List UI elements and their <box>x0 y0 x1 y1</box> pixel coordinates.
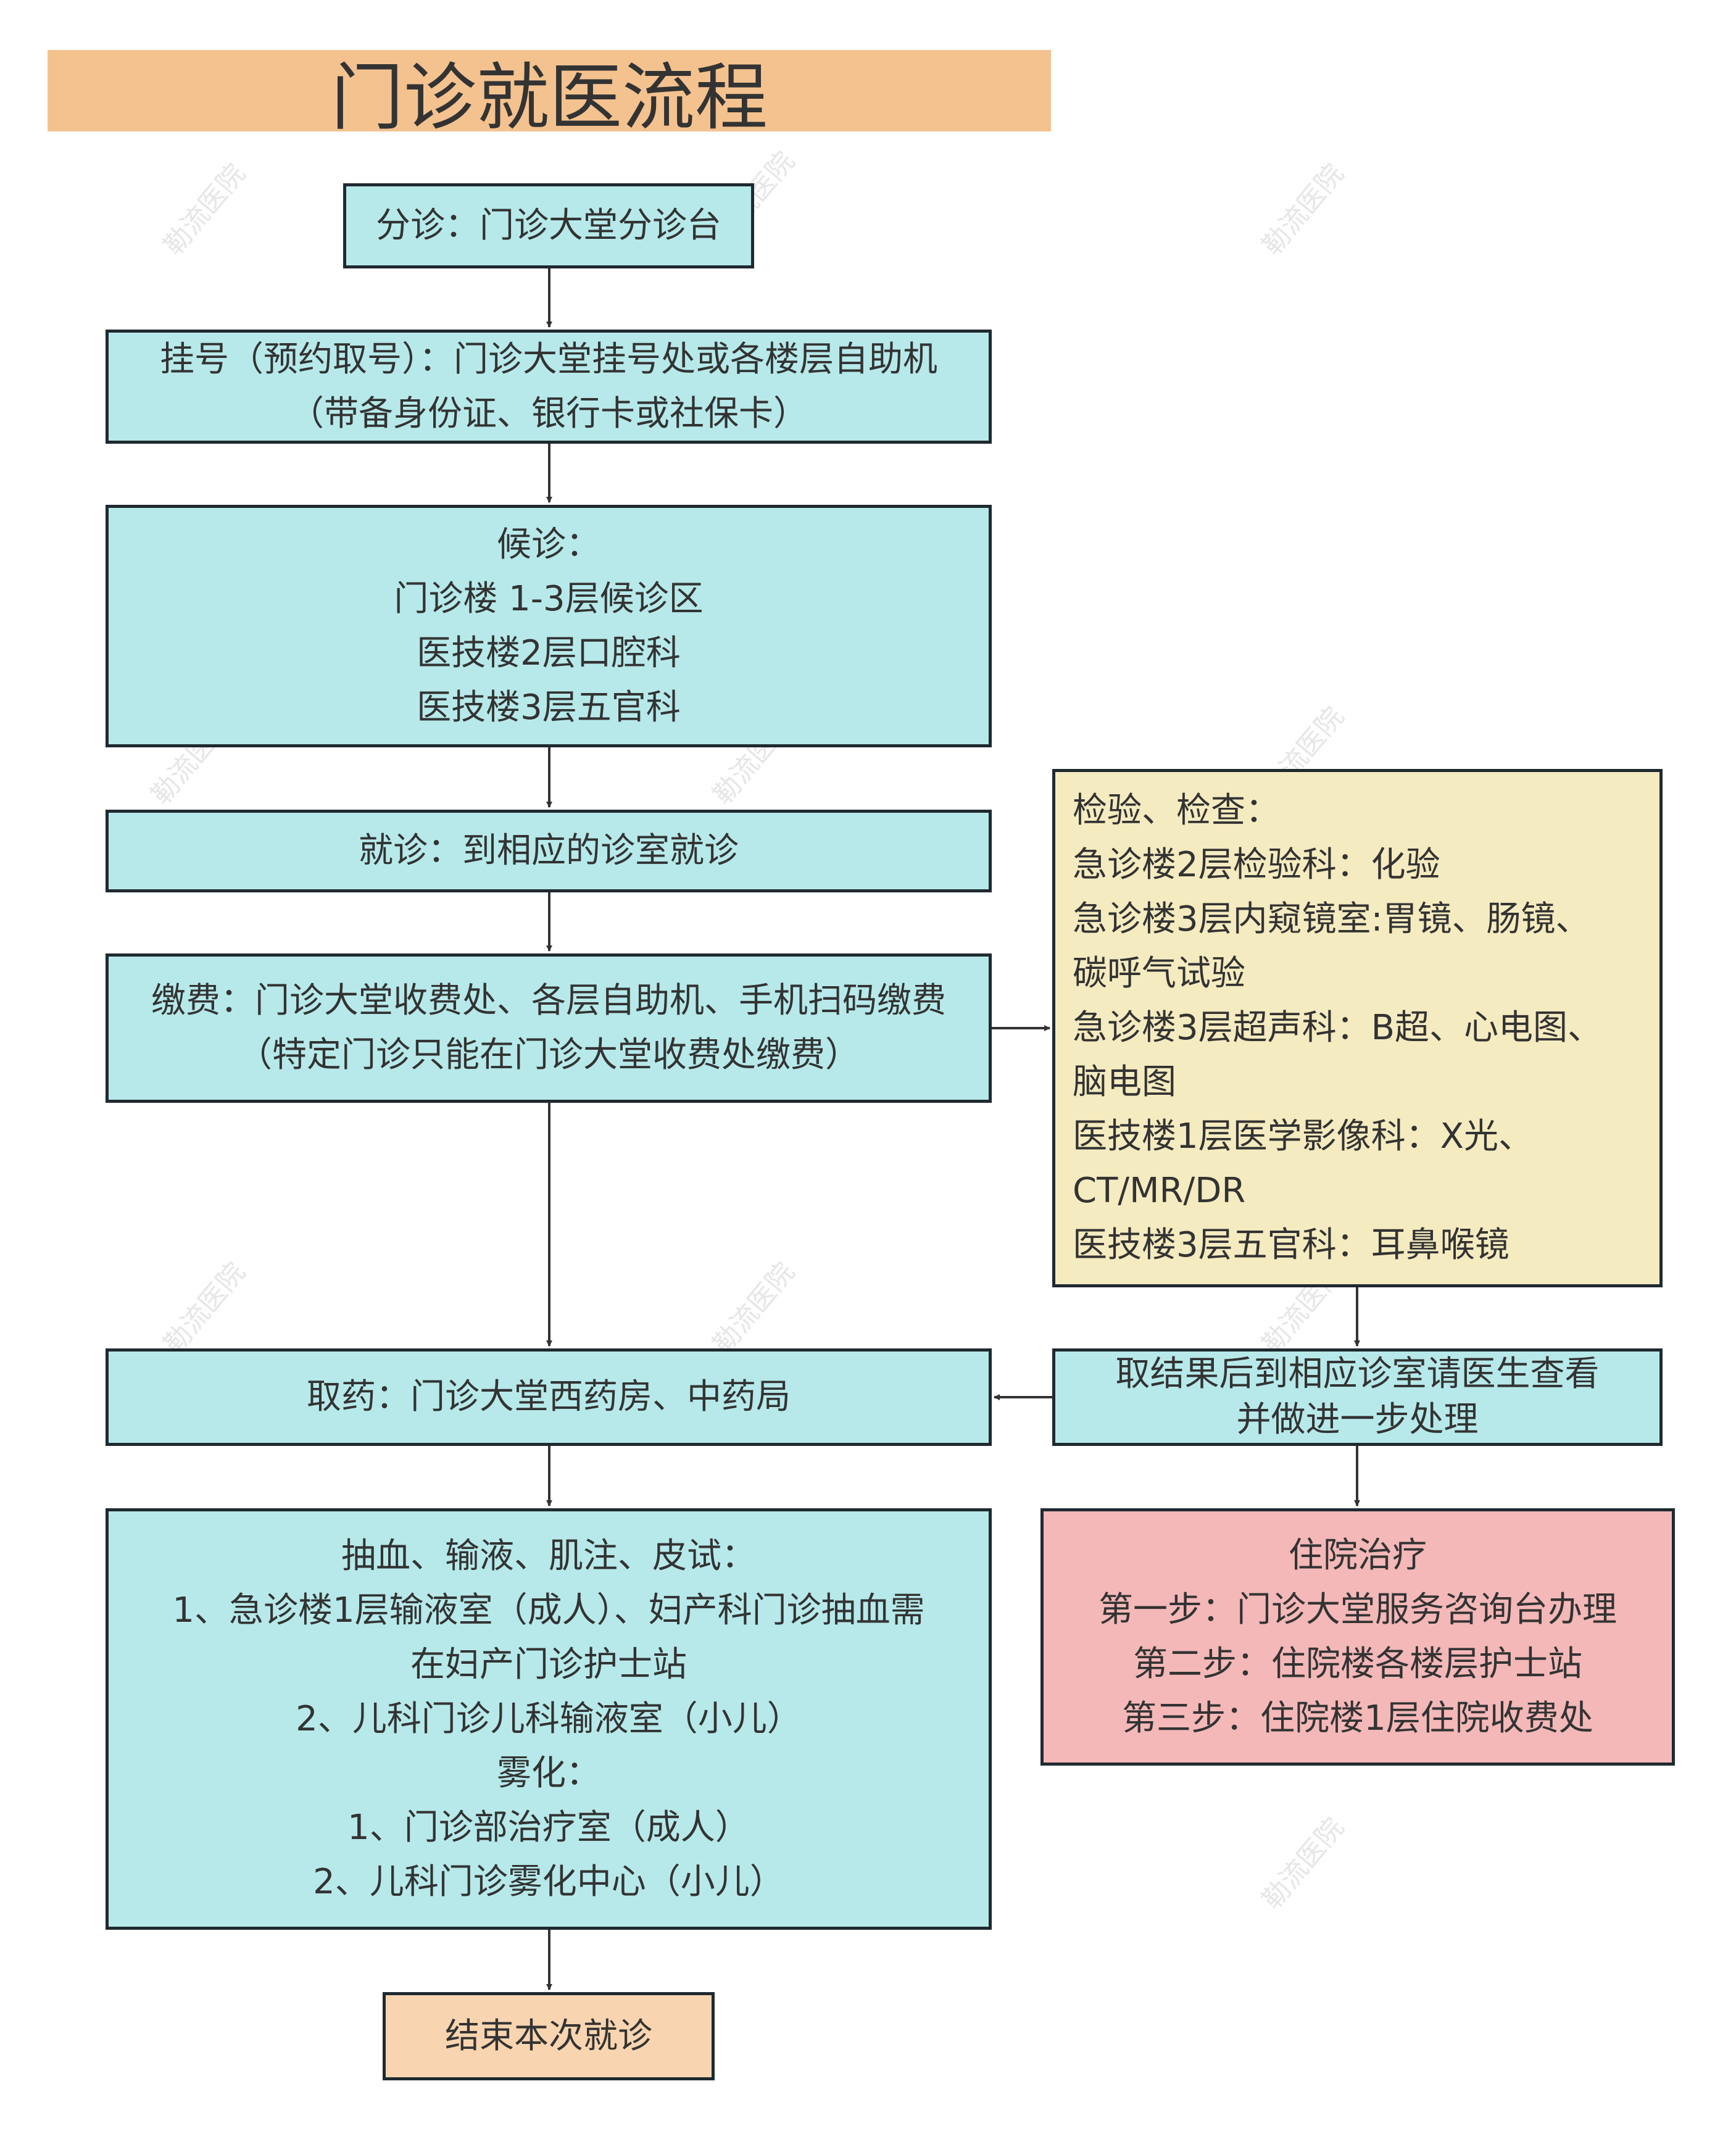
step-text-line: 取药：门诊大堂西药房、中药局 <box>307 1377 791 1417</box>
step-text-line: 急诊楼3层超声科：B超、心电图、 <box>1073 1008 1603 1048</box>
step-text-line: 医技楼3层五官科：耳鼻喉镜 <box>1073 1225 1510 1265</box>
step-text-line: 急诊楼2层检验科：化验 <box>1073 845 1440 885</box>
step-text-line: 并做进一步处理 <box>1236 1400 1479 1440</box>
step-triage: 分诊：门诊大堂分诊台 <box>343 183 754 268</box>
step-inpatient: 住院治疗第一步：门诊大堂服务咨询台办理第二步：住院楼各楼层护士站第三步：住院楼1… <box>1040 1508 1675 1766</box>
step-text-line: 急诊楼3层内窥镜室:胃镜、肠镜、 <box>1073 899 1590 939</box>
step-results: 取结果后到相应诊室请医生查看并做进一步处理 <box>1052 1348 1663 1446</box>
page-title: 门诊就医流程 <box>48 50 1051 140</box>
step-text-line: 门诊楼 1-3层候诊区 <box>394 578 704 619</box>
step-text-line: 脑电图 <box>1073 1062 1176 1102</box>
step-treatment: 抽血、输液、肌注、皮试： 1、急诊楼1层输液室（成人）、妇产科门诊抽血需在妇产门诊… <box>106 1508 992 1930</box>
step-text-line: 检验、检查： <box>1073 791 1280 831</box>
step-text-line: 第三步：住院楼1层住院收费处 <box>1122 1698 1593 1738</box>
step-text-line: 第一步：门诊大堂服务咨询台办理 <box>1098 1589 1617 1630</box>
step-text-line: 结束本次就诊 <box>445 2016 652 2056</box>
step-text-line: CT/MR/DR <box>1073 1171 1246 1211</box>
step-text-line: 缴费：门诊大堂收费处、各层自助机、手机扫码缴费 <box>151 981 946 1021</box>
step-text-line: 抽血、输液、肌注、皮试： <box>341 1535 756 1576</box>
step-text-line: 挂号（预约取号）：门诊大堂挂号处或各楼层自助机 <box>160 339 937 380</box>
step-waiting: 候诊： 门诊楼 1-3层候诊区医技楼2层口腔科医技楼3层五官科 <box>106 505 992 747</box>
step-text-line: （带备身份证、银行卡或社保卡） <box>289 393 808 434</box>
step-payment: 缴费：门诊大堂收费处、各层自助机、手机扫码缴费 （特定门诊只能在门诊大堂收费处缴费… <box>106 953 992 1103</box>
step-text-line: 医技楼1层医学影像科：X光、 <box>1073 1116 1533 1157</box>
step-text-line: （特定门诊只能在门诊大堂收费处缴费） <box>238 1035 860 1075</box>
step-tests: 检验、检查： 急诊楼2层检验科：化验急诊楼3层内窥镜室:胃镜、肠镜、碳呼气试验急诊… <box>1052 769 1663 1287</box>
step-end: 结束本次就诊 <box>383 1992 715 2080</box>
step-text-line: 1、门诊部治疗室（成人） <box>347 1807 750 1848</box>
step-text-line: 雾化： <box>497 1753 600 1793</box>
step-text-line: 取结果后到相应诊室请医生查看 <box>1115 1354 1600 1394</box>
step-text-line: 碳呼气试验 <box>1073 953 1245 994</box>
step-text-line: 住院治疗 <box>1289 1535 1427 1576</box>
step-text-line: 第二步：住院楼各楼层护士站 <box>1133 1643 1582 1684</box>
step-register: 挂号（预约取号）：门诊大堂挂号处或各楼层自助机 （带备身份证、银行卡或社保卡） <box>106 330 992 444</box>
step-text-line: 在妇产门诊护士站 <box>410 1644 687 1685</box>
step-text-line: 医技楼2层口腔科 <box>417 633 681 673</box>
step-text-line: 候诊： <box>497 524 600 565</box>
step-text-line: 医技楼3层五官科 <box>417 687 681 728</box>
step-text-line: 2、儿科门诊儿科输液室（小儿） <box>296 1698 802 1739</box>
step-text-line: 2、儿科门诊雾化中心（小儿） <box>313 1861 784 1902</box>
step-text-line: 1、急诊楼1层输液室（成人）、妇产科门诊抽血需 <box>172 1590 925 1630</box>
step-text-line: 就诊：到相应的诊室就诊 <box>359 831 739 871</box>
step-text-line: 分诊：门诊大堂分诊台 <box>376 206 721 246</box>
step-pharmacy: 取药：门诊大堂西药房、中药局 <box>106 1348 992 1446</box>
step-consult: 就诊：到相应的诊室就诊 <box>106 810 992 892</box>
